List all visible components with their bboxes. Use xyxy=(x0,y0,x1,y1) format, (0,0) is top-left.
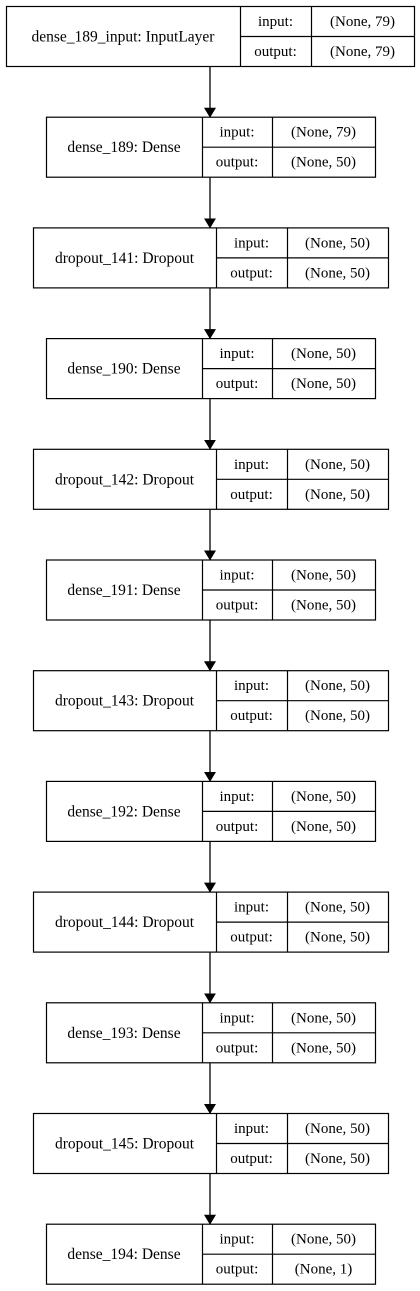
input-key: input: xyxy=(258,14,293,30)
output-shape: (None, 50) xyxy=(291,155,356,171)
output-key: output: xyxy=(216,1262,259,1278)
layer-label: dropout_142: Dropout xyxy=(55,471,195,488)
layer-node: dense_191: Dense input: output: (None, 50) (… xyxy=(45,559,377,621)
output-key: output: xyxy=(216,1040,259,1056)
output-key: output: xyxy=(230,265,273,281)
output-shape: (None, 50) xyxy=(291,598,356,614)
input-key: input: xyxy=(234,900,269,916)
output-key: output: xyxy=(216,155,259,171)
output-shape: (None, 50) xyxy=(305,1151,370,1167)
layer-node: dense_190: Dense input: output: (None, 50) (… xyxy=(45,338,377,400)
layer-node: dropout_145: Dropout input: output: (None, … xyxy=(32,1112,390,1175)
output-key: output: xyxy=(230,487,273,503)
input-key: input: xyxy=(234,678,269,694)
output-key: output: xyxy=(230,1151,273,1167)
layer-label: dropout_143: Dropout xyxy=(55,693,195,710)
output-shape: (None, 50) xyxy=(305,487,370,503)
input-shape: (None, 50) xyxy=(291,346,356,362)
input-shape: (None, 50) xyxy=(305,235,370,251)
output-key: output: xyxy=(216,819,259,835)
input-shape: (None, 50) xyxy=(291,1232,356,1248)
layer-label: dense_191: Dense xyxy=(67,582,180,599)
layer-node: dense_193: Dense input: output: (None, 50) (… xyxy=(45,1002,377,1064)
layer-node: dense_189_input: InputLayer input: output:… xyxy=(5,5,416,68)
layer-label: dropout_141: Dropout xyxy=(55,250,195,267)
layer-node: dense_189: Dense input: output: (None, 79) (… xyxy=(45,116,377,178)
layer-node: dense_192: Dense input: output: (None, 50) (… xyxy=(45,780,377,843)
output-key: output: xyxy=(230,930,273,946)
input-shape: (None, 50) xyxy=(305,457,370,473)
input-key: input: xyxy=(219,125,254,141)
input-shape: (None, 50) xyxy=(305,1121,370,1137)
layer-label: dense_190: Dense xyxy=(67,361,180,378)
layer-label: dropout_144: Dropout xyxy=(55,914,195,931)
layer-label: dense_194: Dense xyxy=(67,1246,180,1263)
output-shape: (None, 50) xyxy=(305,265,370,281)
output-shape: (None, 50) xyxy=(305,930,370,946)
input-shape: (None, 79) xyxy=(330,14,395,30)
output-shape: (None, 50) xyxy=(291,1040,356,1056)
output-shape: (None, 79) xyxy=(330,44,395,60)
input-key: input: xyxy=(234,457,269,473)
input-key: input: xyxy=(219,346,254,362)
layer-label: dropout_145: Dropout xyxy=(55,1136,195,1153)
output-key: output: xyxy=(254,44,297,60)
layer-label: dense_189_input: InputLayer xyxy=(32,29,216,46)
input-shape: (None, 79) xyxy=(291,125,356,141)
input-key: input: xyxy=(219,568,254,584)
layer-node: dense_194: Dense input: output: (None, 50) (… xyxy=(45,1223,377,1285)
layer-label: dense_192: Dense xyxy=(67,803,180,820)
layer-node: dropout_142: Dropout input: output: (None, … xyxy=(32,448,390,510)
output-key: output: xyxy=(216,376,259,392)
input-shape: (None, 50) xyxy=(291,789,356,805)
layer-node: dropout_144: Dropout input: output: (None, … xyxy=(32,891,390,953)
input-key: input: xyxy=(219,1010,254,1026)
layer-node: dropout_141: Dropout input: output: (None, … xyxy=(32,227,390,289)
layer-label: dense_189: Dense xyxy=(67,139,180,156)
output-shape: (None, 50) xyxy=(305,708,370,724)
output-shape: (None, 50) xyxy=(291,819,356,835)
output-shape: (None, 50) xyxy=(291,376,356,392)
output-shape: (None, 1) xyxy=(295,1262,352,1278)
output-key: output: xyxy=(216,598,259,614)
input-key: input: xyxy=(234,1121,269,1137)
input-key: input: xyxy=(219,1232,254,1248)
layer-node: dropout_143: Dropout input: output: (None, … xyxy=(32,670,390,732)
layer-label: dense_193: Dense xyxy=(67,1025,180,1042)
input-key: input: xyxy=(234,235,269,251)
input-shape: (None, 50) xyxy=(291,568,356,584)
output-key: output: xyxy=(230,708,273,724)
input-shape: (None, 50) xyxy=(305,678,370,694)
input-shape: (None, 50) xyxy=(305,900,370,916)
input-shape: (None, 50) xyxy=(291,1010,356,1026)
input-key: input: xyxy=(219,789,254,805)
